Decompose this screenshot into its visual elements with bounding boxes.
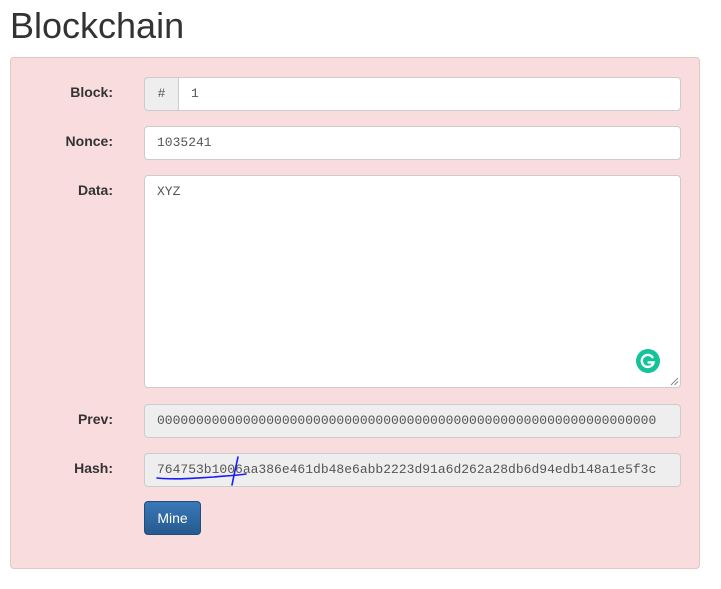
grammarly-icon[interactable]	[636, 349, 660, 373]
block-label: Block:	[70, 84, 113, 100]
hash-input: 764753b1006aa386e461db48e6abb2223d91a6d2…	[144, 453, 681, 487]
nonce-label: Nonce:	[65, 133, 113, 149]
data-label: Data:	[77, 182, 113, 198]
block-number-input[interactable]: 1	[178, 77, 681, 111]
resize-handle-icon[interactable]	[670, 377, 679, 386]
prev-hash-input: 0000000000000000000000000000000000000000…	[144, 404, 681, 438]
hash-label: Hash:	[74, 460, 113, 476]
block-number-addon: #	[144, 77, 178, 111]
nonce-input[interactable]: 1035241	[144, 126, 681, 160]
block-input-group: # 1	[144, 77, 681, 111]
mine-button[interactable]: Mine	[144, 501, 201, 535]
page-title: Blockchain	[10, 5, 185, 46]
data-textarea-content: XYZ	[157, 184, 181, 199]
block-panel: Block: # 1 Nonce: 1035241 Data: XYZ Prev…	[10, 57, 700, 569]
prev-label: Prev:	[77, 411, 113, 427]
data-textarea[interactable]: XYZ	[144, 175, 681, 388]
